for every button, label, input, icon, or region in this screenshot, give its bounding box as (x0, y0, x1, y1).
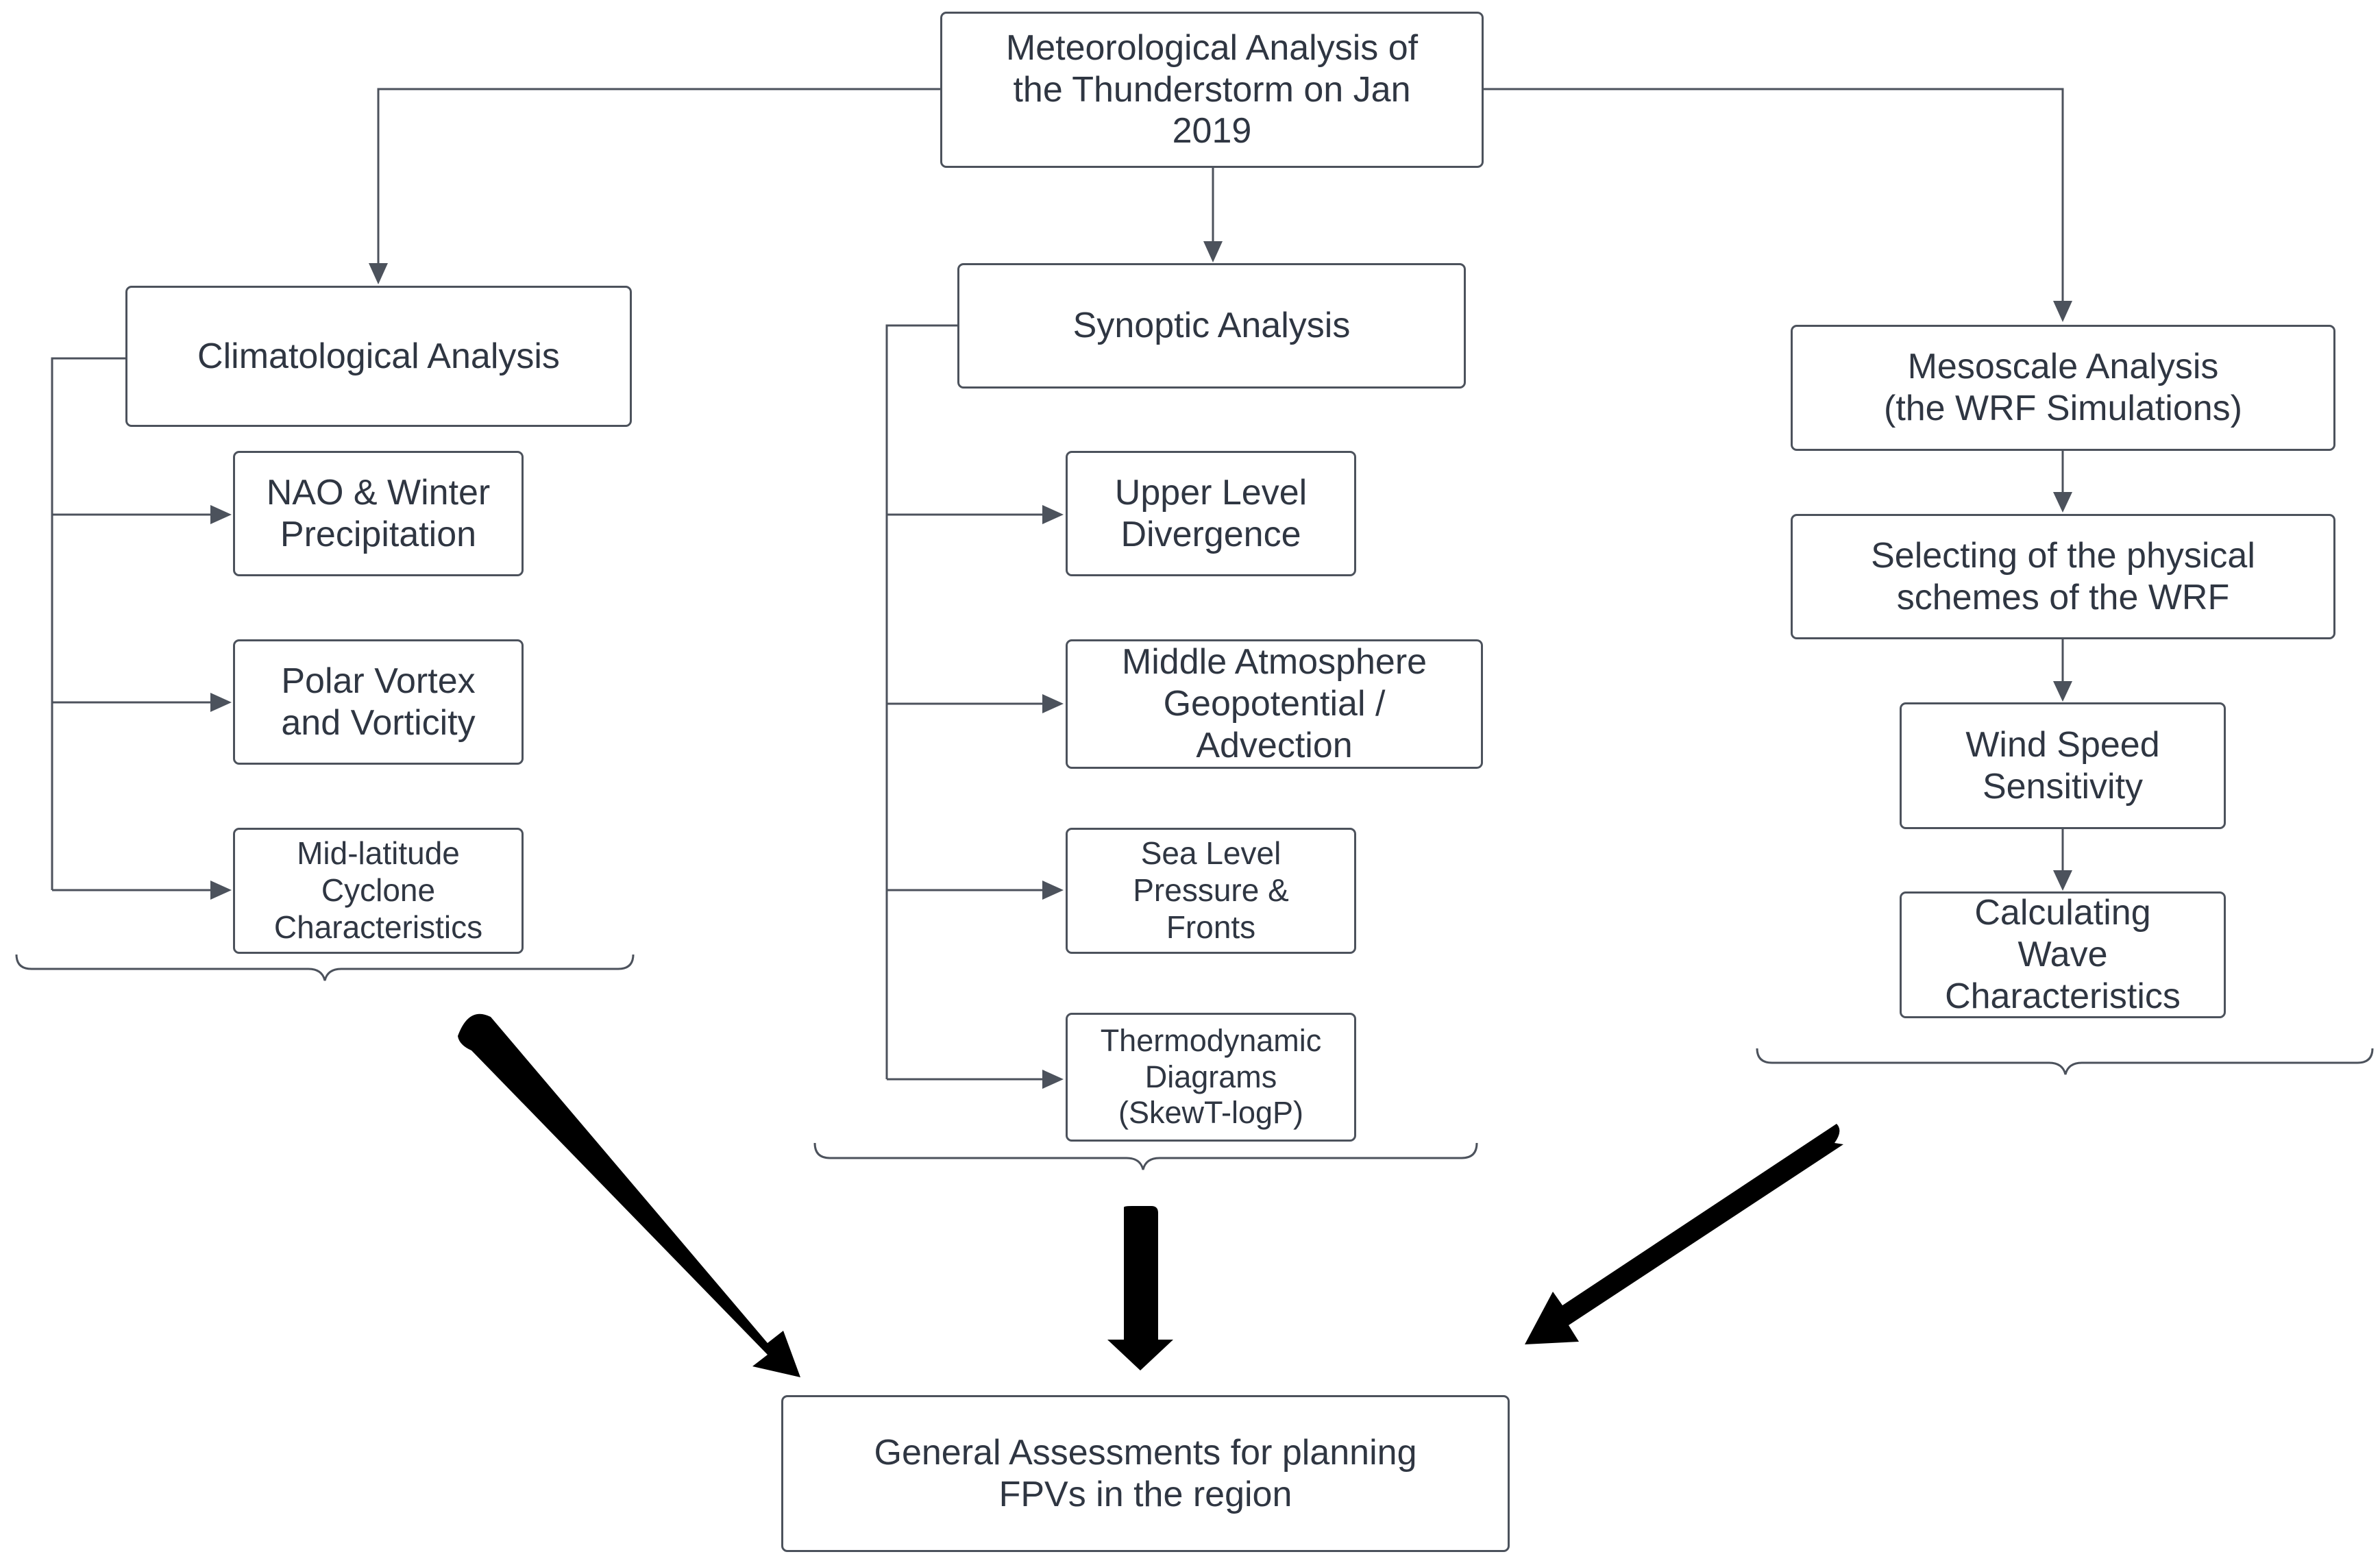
arrowhead-mesoscale (2053, 301, 2072, 322)
big-arrow-center (1107, 1206, 1173, 1370)
mesoscale-analysis-node: Mesoscale Analysis (the WRF Simulations) (1791, 325, 2335, 451)
brace-synoptic (813, 1142, 1478, 1170)
arrowhead-clim-1 (210, 505, 232, 524)
clim-item-nao-label: NAO & Winter Precipitation (266, 472, 491, 554)
brace-mesoscale (1756, 1048, 2374, 1075)
meso-item-wind-speed-node: Wind Speed Sensitivity (1900, 702, 2226, 829)
root-node: Meteorological Analysis of the Thunderst… (940, 12, 1484, 168)
synoptic-label: Synoptic Analysis (1072, 306, 1351, 346)
meso-item-physical-schemes-node: Selecting of the physical schemes of the… (1791, 514, 2335, 639)
syn-item-middle-atmosphere-label: Middle Atmosphere Geopotential / Advecti… (1121, 642, 1427, 765)
meso-item-wave-label: Calculating Wave Characteristics (1945, 893, 2181, 1016)
result-node: General Assessments for planning FPVs in… (781, 1395, 1510, 1552)
big-arrow-right (1525, 1124, 1843, 1344)
arrowhead-clim-2 (210, 693, 232, 712)
connector-root-mesoscale (1484, 88, 2064, 317)
syn-item-upper-level-label: Upper Level Divergence (1114, 472, 1308, 554)
big-arrow-left (458, 1013, 800, 1377)
clim-item-nao-node: NAO & Winter Precipitation (233, 451, 524, 576)
syn-item-thermodynamic-node: Thermodynamic Diagrams (SkewT-logP) (1066, 1013, 1356, 1142)
synoptic-analysis-node: Synoptic Analysis (957, 263, 1466, 389)
arrowhead-syn-1 (1042, 505, 1064, 524)
syn-item-sea-level-node: Sea Level Pressure & Fronts (1066, 828, 1356, 954)
mesoscale-label: Mesoscale Analysis (the WRF Simulations) (1884, 347, 2242, 428)
clim-item-polar-vortex-node: Polar Vortex and Vorticity (233, 639, 524, 765)
result-label: General Assessments for planning FPVs in… (874, 1432, 1417, 1514)
connector-synoptic-spine (885, 324, 959, 1079)
connector-climatological-spine (51, 357, 125, 890)
arrowhead-syn-4 (1042, 1070, 1064, 1089)
meso-item-wind-speed-label: Wind Speed Sensitivity (1965, 724, 2160, 807)
clim-item-cyclone-node: Mid-latitude Cyclone Characteristics (233, 828, 524, 954)
arrowhead-meso-3 (2053, 870, 2072, 891)
arrowhead-meso-1 (2053, 492, 2072, 513)
arrowhead-clim-3 (210, 881, 232, 900)
climatological-label: Climatological Analysis (197, 336, 560, 376)
meso-item-wave-node: Calculating Wave Characteristics (1900, 891, 2226, 1018)
arrowhead-climatological (369, 263, 388, 284)
syn-item-sea-level-label: Sea Level Pressure & Fronts (1133, 835, 1289, 945)
syn-item-thermodynamic-label: Thermodynamic Diagrams (SkewT-logP) (1100, 1023, 1322, 1131)
arrowhead-syn-3 (1042, 881, 1064, 900)
climatological-analysis-node: Climatological Analysis (125, 286, 632, 427)
root-label: Meteorological Analysis of the Thunderst… (1005, 27, 1419, 151)
arrowhead-meso-2 (2053, 681, 2072, 702)
syn-item-middle-atmosphere-node: Middle Atmosphere Geopotential / Advecti… (1066, 639, 1483, 769)
clim-item-polar-vortex-label: Polar Vortex and Vorticity (281, 661, 476, 743)
meso-item-physical-schemes-label: Selecting of the physical schemes of the… (1871, 535, 2255, 617)
arrowhead-syn-2 (1042, 694, 1064, 713)
arrowhead-synoptic (1203, 241, 1223, 262)
syn-item-upper-level-node: Upper Level Divergence (1066, 451, 1356, 576)
clim-item-cyclone-label: Mid-latitude Cyclone Characteristics (273, 835, 483, 945)
brace-climatological (15, 954, 635, 981)
connector-root-climatological (377, 88, 940, 280)
